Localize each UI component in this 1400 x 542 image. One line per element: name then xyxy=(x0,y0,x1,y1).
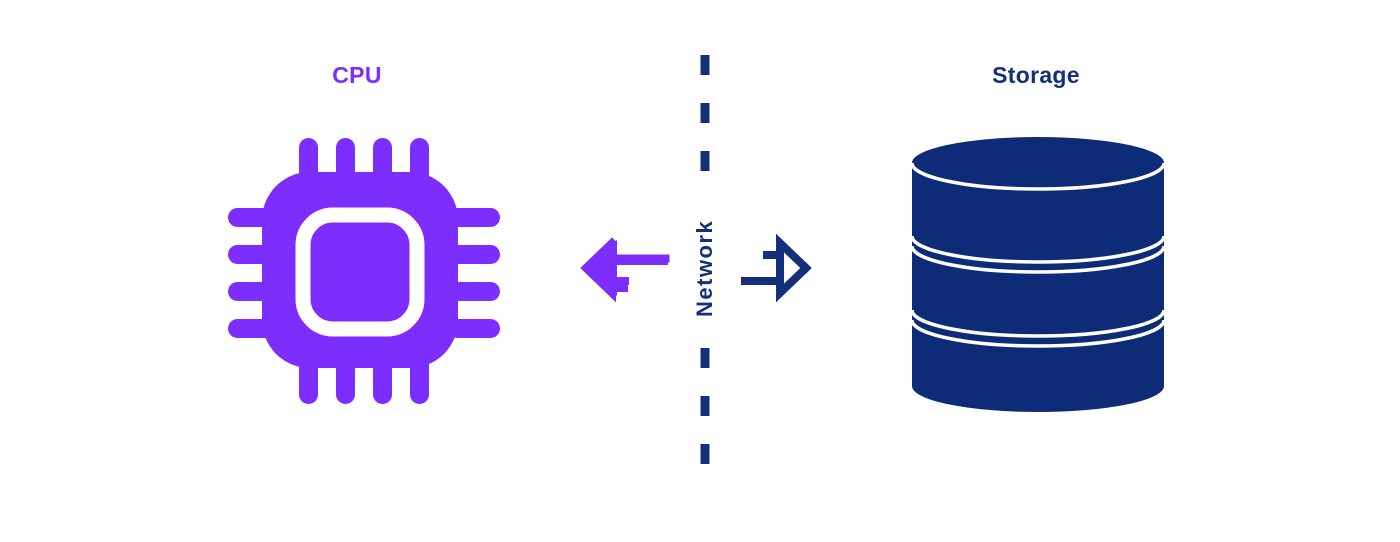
storage-label: Storage xyxy=(992,62,1080,88)
cpu-label: CPU xyxy=(332,62,382,88)
cpu-chip-icon xyxy=(228,138,500,404)
database-cylinder-icon xyxy=(910,137,1166,412)
arrow-to-cpu-icon xyxy=(580,237,670,303)
network-label: Network xyxy=(692,219,717,317)
arrow-to-storage-icon xyxy=(741,233,812,303)
